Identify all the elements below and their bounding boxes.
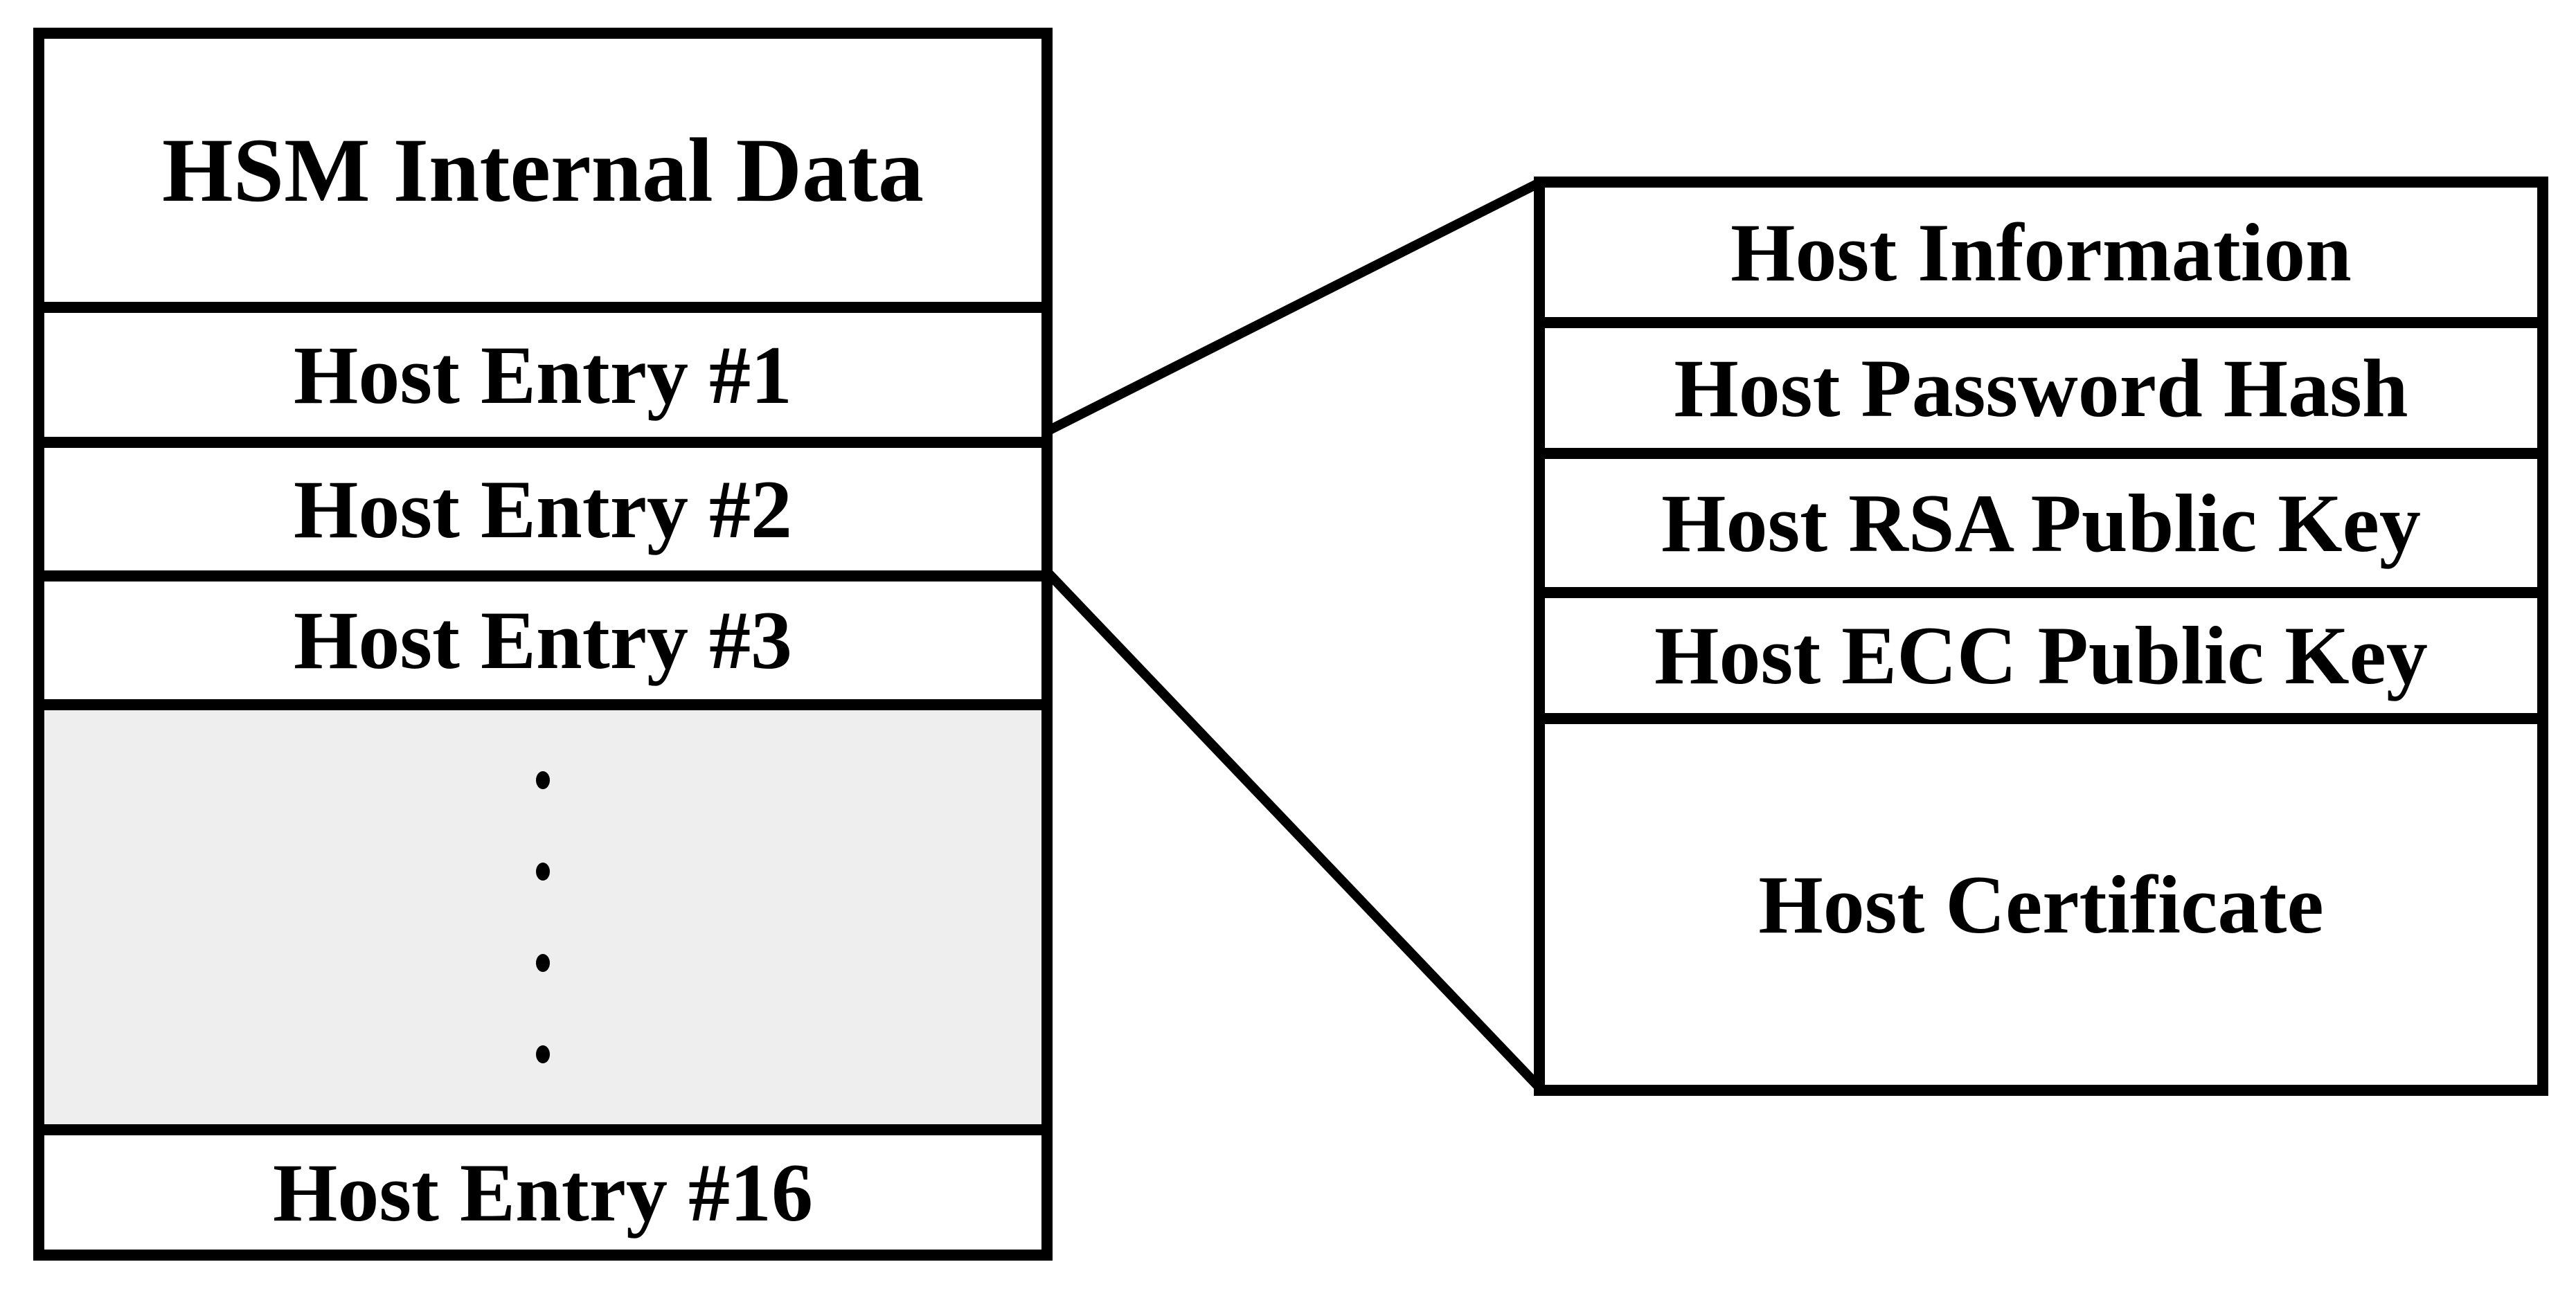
connector-line-top: [1044, 177, 1544, 436]
ellipsis-dot: [536, 863, 550, 881]
host-password-hash-label: Host Password Hash: [1674, 341, 2408, 434]
host-entry-2-row: Host Entry #2: [44, 437, 1041, 570]
host-certificate-label: Host Certificate: [1758, 858, 2324, 950]
host-rsa-public-key-row: Host RSA Public Key: [1545, 448, 2537, 587]
host-entry-3-label: Host Entry #3: [294, 594, 792, 686]
hsm-internal-data-title-row: HSM Internal Data: [44, 39, 1041, 302]
host-entry-3-row: Host Entry #3: [44, 570, 1041, 699]
host-password-hash-row: Host Password Hash: [1545, 317, 2537, 448]
host-entry-detail-box: Host Information Host Password Hash Host…: [1534, 177, 2548, 1096]
connector-line-bottom: [1043, 568, 1545, 1092]
hsm-internal-data-title: HSM Internal Data: [162, 119, 924, 221]
ellipsis-row: [44, 699, 1041, 1124]
host-entry-2-label: Host Entry #2: [294, 462, 792, 555]
host-ecc-public-key-label: Host ECC Public Key: [1654, 609, 2428, 701]
ellipsis-dot: [536, 954, 550, 972]
host-ecc-public-key-row: Host ECC Public Key: [1545, 587, 2537, 713]
host-entry-16-row: Host Entry #16: [44, 1124, 1041, 1250]
ellipsis-dot: [536, 771, 550, 789]
host-certificate-row: Host Certificate: [1545, 713, 2537, 1085]
host-rsa-public-key-label: Host RSA Public Key: [1661, 476, 2421, 569]
host-information-label: Host Information: [1730, 206, 2352, 298]
host-entry-16-label: Host Entry #16: [273, 1146, 813, 1238]
host-entry-1-row: Host Entry #1: [44, 302, 1041, 437]
hsm-internal-data-box: HSM Internal Data Host Entry #1 Host Ent…: [33, 28, 1053, 1261]
host-entry-1-label: Host Entry #1: [294, 328, 792, 421]
host-information-row: Host Information: [1545, 188, 2537, 317]
ellipsis-dot: [536, 1045, 550, 1063]
